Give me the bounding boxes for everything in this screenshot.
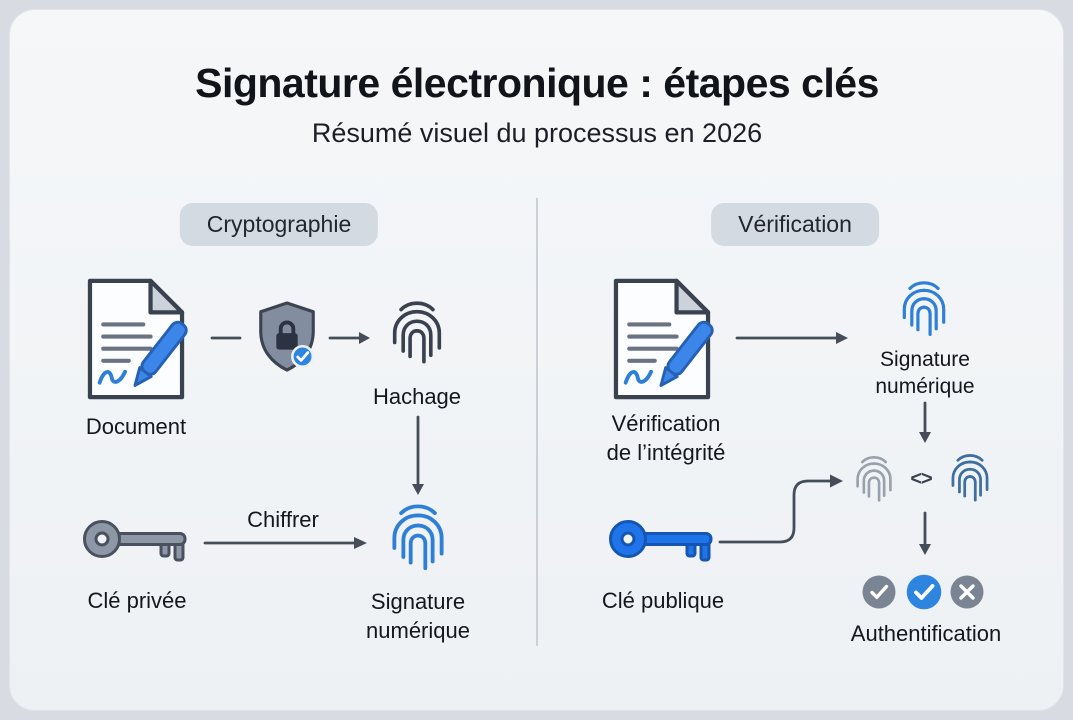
private-key-icon [78, 507, 196, 571]
document-label: Document [85, 414, 187, 439]
shield-lock-icon [252, 299, 322, 377]
encrypt-arrow-icon [203, 537, 367, 549]
arrow-down-compare-icon [919, 401, 931, 443]
verify-document-icon [606, 276, 718, 402]
x-badge-gray-icon [950, 575, 984, 609]
arrow-down-icon [412, 415, 424, 495]
signature-label: Signature numérique [366, 589, 470, 643]
public-key-icon [604, 507, 722, 571]
hash-label: Hachage [372, 384, 462, 409]
section-pill-verification: Vérification [711, 203, 879, 246]
verify-signature-label: Signature numérique [875, 348, 975, 399]
encrypt-label: Chiffrer [247, 507, 319, 532]
hash-fingerprint-icon [383, 300, 451, 368]
compare-symbol: <> [910, 468, 932, 490]
page-subtitle: Résumé visuel du processus en 2026 [311, 118, 763, 148]
section-pill-cryptographie: Cryptographie [179, 203, 379, 246]
check-badge-blue-icon [904, 572, 944, 612]
document-icon [80, 276, 192, 402]
connector-line-icon [210, 336, 242, 340]
page-title: Signature électronique : étapes clés [195, 60, 879, 106]
compare-fingerprint-left-icon [849, 455, 899, 505]
public-key-elbow-arrow-icon [718, 474, 843, 544]
check-badge-gray-icon [862, 575, 896, 609]
auth-badges [862, 572, 984, 612]
verify-signature-fingerprint-icon [894, 280, 954, 340]
auth-label: Authentification [850, 621, 1002, 646]
public-key-label: Clé publique [601, 588, 725, 613]
panel-divider [536, 198, 538, 646]
arrow-right-icon [328, 332, 370, 344]
integrity-label: Vérification de l’intégrité [606, 411, 726, 465]
compare-fingerprint-right-icon [944, 453, 996, 505]
arrow-down-auth-icon [919, 511, 931, 555]
verify-arrow-right-icon [735, 332, 848, 344]
private-key-label: Clé privée [87, 588, 187, 613]
signature-fingerprint-icon [382, 503, 454, 575]
